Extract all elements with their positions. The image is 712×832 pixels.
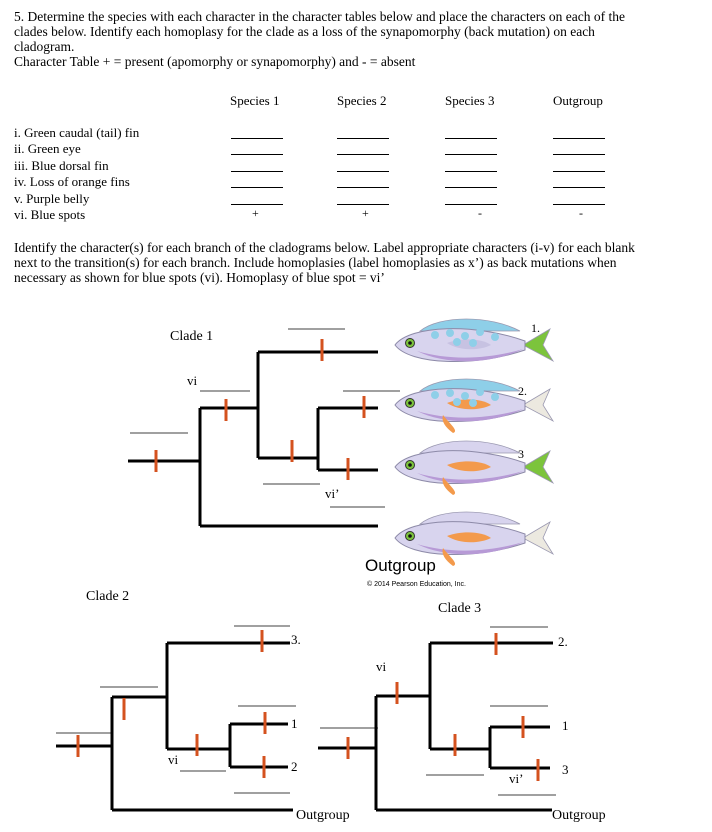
- fish-3: [394, 440, 555, 495]
- clade-3-tip-3: 3: [562, 762, 569, 777]
- instructions-line-1: Identify the character(s) for each branc…: [14, 240, 635, 255]
- answer-blank[interactable]: [231, 204, 283, 205]
- clade-1-outgroup-label: Outgroup: [365, 556, 436, 575]
- clade-1-title: Clade 1: [170, 329, 214, 344]
- clade-2-tree: [56, 641, 293, 812]
- question-line-2: clades below. Identify each homoplasy fo…: [14, 24, 595, 39]
- clade-3-tip-2: 2.: [558, 634, 568, 649]
- fish-1-number: 1.: [531, 321, 540, 335]
- clade-1-vi-label: vi: [187, 373, 198, 388]
- clade-2-tip-1: 1: [291, 716, 298, 731]
- header-species-1: Species 1: [230, 93, 280, 108]
- clade-3-tree: [318, 641, 553, 812]
- fish-3-number: 3: [518, 447, 524, 461]
- answer-blank[interactable]: [445, 154, 497, 155]
- question-line-4: Character Table + = present (apomorphy o…: [14, 54, 416, 69]
- fish-1: [394, 318, 555, 363]
- blue-spots-species-1: +: [252, 206, 259, 220]
- fish-4: [394, 511, 555, 566]
- question-text: 5. Determine the species with each chara…: [14, 9, 625, 69]
- answer-blank[interactable]: [337, 138, 389, 139]
- instructions-line-3: necessary as shown for blue spots (vi). …: [14, 270, 385, 285]
- blue-spots-outgroup: -: [579, 206, 583, 220]
- clade-2-tip-2: 2: [291, 759, 298, 774]
- answer-blank[interactable]: [231, 187, 283, 188]
- clade-3-title: Clade 3: [438, 601, 482, 616]
- answer-blank[interactable]: [445, 187, 497, 188]
- answer-blank[interactable]: [445, 138, 497, 139]
- header-species-2: Species 2: [337, 93, 387, 108]
- clade-3-blanks: [320, 626, 556, 796]
- clade-3-outgroup-label: Outgroup: [552, 808, 606, 823]
- copyright-text: © 2014 Pearson Education, Inc.: [367, 581, 466, 588]
- character-ii: ii. Green eye: [14, 141, 81, 156]
- answer-blank[interactable]: [337, 204, 389, 205]
- character-iv: iv. Loss of orange fins: [14, 174, 130, 189]
- clade-2-title: Clade 2: [86, 589, 130, 604]
- clade-3-tip-1: 1: [562, 718, 569, 733]
- answer-blank[interactable]: [337, 154, 389, 155]
- character-i: i. Green caudal (tail) fin: [14, 125, 140, 140]
- clade-2-outgroup-label: Outgroup: [296, 808, 350, 823]
- answer-blank[interactable]: [445, 171, 497, 172]
- clade-2-blanks: [56, 625, 296, 794]
- clade-1-blanks: [130, 328, 400, 508]
- clade-1-vi-prime-label: vi’: [325, 486, 340, 501]
- clade-1-tree: [128, 350, 378, 528]
- answer-blank[interactable]: [553, 204, 605, 205]
- fish-2: [394, 378, 555, 433]
- character-vi: vi. Blue spots: [14, 207, 86, 222]
- header-outgroup: Outgroup: [553, 93, 603, 108]
- fish-2-number: 2.: [518, 384, 527, 398]
- answer-blank[interactable]: [553, 171, 605, 172]
- answer-blank[interactable]: [231, 138, 283, 139]
- instructions-text: Identify the character(s) for each branc…: [14, 240, 635, 285]
- character-iii: iii. Blue dorsal fin: [14, 158, 109, 173]
- question-line-1: 5. Determine the species with each chara…: [14, 9, 625, 24]
- character-v: v. Purple belly: [14, 191, 90, 206]
- answer-blank[interactable]: [553, 138, 605, 139]
- answer-blank[interactable]: [337, 171, 389, 172]
- instructions-line-2: next to the transition(s) for each branc…: [14, 255, 617, 270]
- answer-blank[interactable]: [337, 187, 389, 188]
- clade-3-vi-prime-label: vi’: [509, 771, 524, 786]
- clade-2-vi-label: vi: [168, 752, 179, 767]
- clade-2-ticks: [76, 628, 267, 780]
- answer-blank[interactable]: [231, 154, 283, 155]
- clade-2-tip-3: 3.: [291, 632, 301, 647]
- answer-blank[interactable]: [553, 154, 605, 155]
- answer-blank[interactable]: [231, 171, 283, 172]
- answer-blank[interactable]: [445, 204, 497, 205]
- fish-illustrations: [394, 318, 555, 566]
- clade-3-vi-label: vi: [376, 659, 387, 674]
- blue-spots-species-2: +: [362, 206, 369, 220]
- header-species-3: Species 3: [445, 93, 495, 108]
- answer-blank[interactable]: [553, 187, 605, 188]
- blue-spots-species-3: -: [478, 206, 482, 220]
- question-line-3: cladogram.: [14, 39, 75, 54]
